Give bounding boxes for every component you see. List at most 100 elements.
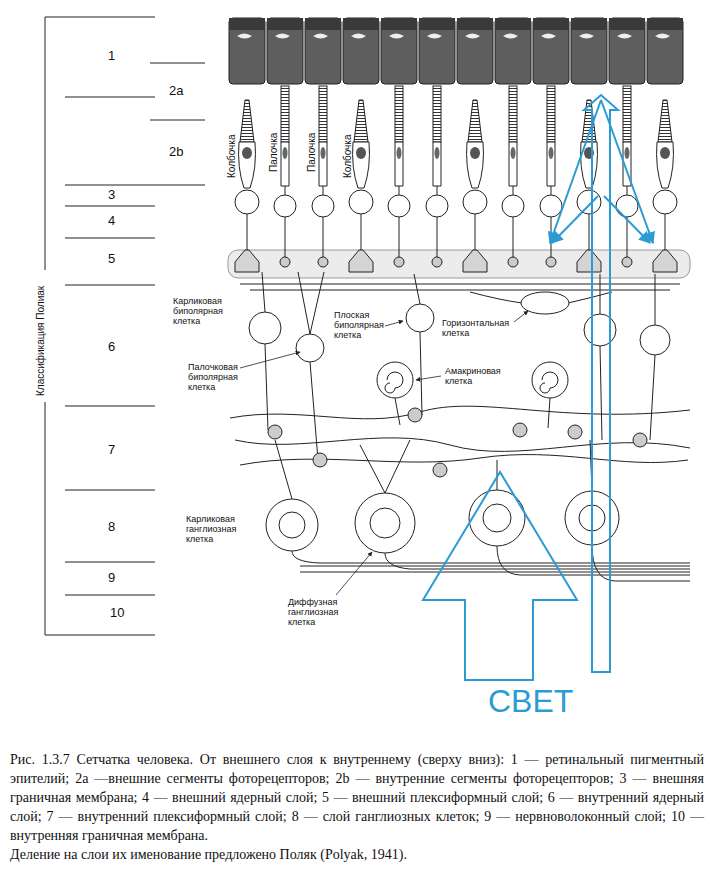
cell-label: Палочка: [268, 133, 279, 172]
inner-nuclear-cells-part: [414, 274, 420, 304]
inner-plexiform-layer-part: [235, 438, 690, 452]
inner-nuclear-cells-part: [385, 372, 403, 393]
pigment-epithelium-part: [495, 18, 531, 84]
inner-plexiform-layer-part: [240, 455, 688, 465]
pigment-epithelium-part: [267, 18, 303, 84]
ganglion-cells-part: [355, 493, 415, 553]
layer-scale-part: [45, 17, 46, 270]
callout-number: 1: [108, 49, 115, 63]
light-arrows-part: [552, 196, 598, 243]
photoreceptors-part: [502, 86, 524, 267]
light-label: СВЕТ: [488, 684, 573, 719]
leader-lines-part: [240, 352, 300, 368]
callout-number: 4: [108, 214, 115, 228]
inner-nuclear-cells-part: [540, 372, 558, 393]
layer-scale-part: [65, 490, 155, 491]
layer-scale-part: [45, 635, 155, 636]
cell-label: Колбочка: [342, 135, 353, 178]
inner-plexiform-layer-part-part: [408, 408, 422, 422]
ganglion-cells-part: [300, 566, 690, 572]
pigment-epithelium-part: [305, 18, 341, 84]
cell-label: Амакриновая клетка: [444, 366, 502, 388]
callout-number: 8: [108, 520, 115, 534]
light-arrows-part: [550, 100, 601, 243]
layer-scale-part: [65, 595, 155, 596]
photoreceptors-part: [274, 86, 296, 267]
inner-nuclear-cells-part: [655, 274, 656, 325]
callout-number: 9: [108, 571, 115, 585]
layer-scale-part: [65, 562, 155, 563]
inner-nuclear-cells-part: [377, 362, 413, 398]
pigment-epithelium-part: [229, 18, 265, 84]
cell-label: Диффузная ганглиозная клетка: [287, 597, 339, 629]
ganglion-cells-part: [275, 440, 592, 499]
cell-label: Палочка: [306, 133, 317, 172]
pigment-epithelium-part: [533, 18, 569, 84]
callout-number: 2b: [169, 145, 183, 159]
inner-nuclear-cells-part: [298, 272, 324, 334]
inner-nuclear-cells-part: [521, 292, 569, 314]
inner-plexiform-layer-part-part: [313, 453, 327, 467]
leader-lines-part: [514, 311, 528, 322]
caption-note: Деление на слои их именование предложено…: [10, 845, 704, 864]
inner-plexiform-layer-part-part: [568, 425, 582, 439]
layer-scale-part: [65, 406, 155, 407]
callout-number: 7: [108, 443, 115, 457]
photoreceptors-part: [616, 86, 638, 267]
pigment-epithelium-part: [609, 18, 645, 84]
photoreceptors-part: [463, 100, 487, 272]
pigment-epithelium-part: [381, 18, 417, 84]
cell-label: Горизонтальная клетка: [441, 318, 510, 340]
layer-scale-part: [65, 285, 155, 286]
callout-number: 3: [108, 188, 115, 202]
light-arrows: [423, 95, 653, 680]
layer-scale-part: [65, 206, 155, 207]
photoreceptors-part: [349, 100, 373, 272]
leader-lines-part: [336, 552, 372, 595]
leader-lines: [240, 311, 528, 595]
photoreceptors-part: [388, 86, 410, 267]
pigment-epithelium: [229, 18, 683, 84]
inner-nuclear-cells-part: [600, 346, 602, 440]
pigment-epithelium-part: [571, 18, 607, 84]
pigment-epithelium-part: [343, 18, 379, 84]
inner-nuclear-cells-part: [548, 398, 550, 428]
axis-title: Классификация Полиак: [35, 286, 46, 396]
inner-nuclear-cells-part: [584, 314, 616, 346]
light-arrows-part: [423, 472, 577, 680]
cell-label: Колбочка: [226, 135, 237, 178]
cell-label: Палочковая биполярная клетка: [187, 362, 239, 394]
inner-nuclear-cells-part: [420, 332, 422, 415]
callout-number: 5: [108, 252, 115, 266]
layer-scale-part: [65, 238, 155, 239]
photoreceptors-part: [235, 100, 259, 272]
cell-label: Плоская биполярная клетка: [333, 310, 385, 342]
callout-number: 2a: [169, 84, 183, 98]
inner-plexiform-layer-part-part: [268, 425, 282, 439]
inner-nuclear-cells-part: [532, 362, 568, 398]
leader-lines-part: [385, 321, 403, 326]
ganglion-cells-part: [292, 545, 690, 581]
ganglion-cells-part: [370, 508, 400, 538]
leader-lines-part: [416, 376, 441, 380]
callout-number: 10: [110, 606, 124, 620]
ganglion-cells-part: [279, 512, 305, 538]
inner-nuclear-cells-part: [650, 355, 655, 440]
cell-label: Карликовая ганглиозная клетка: [185, 514, 237, 546]
pigment-epithelium-part: [457, 18, 493, 84]
photoreceptors-part: [653, 100, 677, 272]
inner-nuclear-cells-part: [600, 274, 601, 314]
inner-plexiform-layer-part-part: [633, 433, 647, 447]
light-arrows-part: [584, 95, 618, 672]
pigment-epithelium-part: [419, 18, 455, 84]
inner-nuclear-cells-part: [640, 325, 670, 355]
inner-nuclear-cells-part: [265, 344, 268, 430]
inner-nuclear-cells-part: [249, 312, 281, 344]
inner-plexiform-layer-part-part: [433, 463, 447, 477]
inner-nuclear-cells-part: [262, 272, 265, 312]
photoreceptors-part: [312, 86, 334, 267]
layer-scale-part: [150, 120, 205, 121]
layer-scale-part: [65, 185, 205, 186]
caption-block: Рис. 1.3.7 Сетчатка человека. От внешнег…: [10, 750, 704, 864]
ganglion-cells-part: [483, 504, 511, 532]
